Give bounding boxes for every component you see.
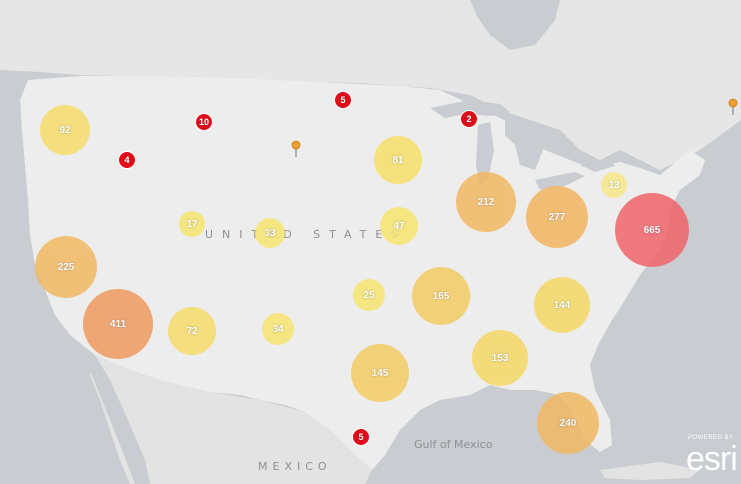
cluster-marker[interactable]: 81 <box>374 136 422 184</box>
cluster-marker[interactable]: 153 <box>472 330 528 386</box>
country-label-mexico: MEXICO <box>258 460 332 473</box>
cluster-marker[interactable]: 277 <box>526 186 588 248</box>
cluster-marker[interactable]: 240 <box>537 392 599 454</box>
cluster-marker[interactable]: 145 <box>351 344 409 402</box>
cluster-marker[interactable]: 13 <box>601 172 627 198</box>
country-label-united-states: UNITED STATES <box>205 228 408 241</box>
lake-michigan <box>476 122 494 186</box>
usa-land <box>20 76 705 470</box>
cluster-marker[interactable]: 5 <box>334 91 352 109</box>
lake-erie <box>535 172 585 190</box>
cluster-marker[interactable]: 72 <box>168 307 216 355</box>
newfoundland <box>690 30 735 70</box>
cluster-marker[interactable]: 47 <box>380 207 418 245</box>
powered-by-label: POWERED BY <box>688 435 734 441</box>
cluster-marker[interactable]: 34 <box>262 313 294 345</box>
map-pin-icon[interactable] <box>291 140 301 158</box>
cluster-marker[interactable]: 2 <box>460 110 478 128</box>
lake-ontario <box>580 160 615 172</box>
cluster-marker[interactable]: 665 <box>615 193 689 267</box>
cluster-marker[interactable]: 5 <box>352 428 370 446</box>
cluster-marker[interactable]: 33 <box>255 218 285 248</box>
cuba-land <box>600 462 700 480</box>
lake-superior <box>430 100 510 118</box>
lake-huron <box>505 118 545 170</box>
map-pin-icon[interactable] <box>728 98 738 116</box>
cluster-marker[interactable]: 165 <box>412 267 470 325</box>
cluster-marker[interactable]: 411 <box>83 289 153 359</box>
cluster-marker[interactable]: 25 <box>353 279 385 311</box>
baja-water <box>90 355 150 484</box>
canada-land <box>0 0 741 170</box>
cluster-marker[interactable]: 225 <box>35 236 97 298</box>
cluster-marker[interactable]: 17 <box>179 211 205 237</box>
mexico-land <box>90 355 372 484</box>
cluster-marker[interactable]: 92 <box>40 105 90 155</box>
cluster-marker[interactable]: 4 <box>118 151 136 169</box>
cluster-marker[interactable]: 212 <box>456 172 516 232</box>
esri-wordmark: esri <box>686 440 738 478</box>
esri-logo: POWERED BY esri <box>686 432 741 480</box>
water-label-gulf-of-mexico: Gulf of Mexico <box>414 438 493 451</box>
cluster-marker[interactable]: 144 <box>534 277 590 333</box>
cluster-marker[interactable]: 10 <box>195 113 213 131</box>
hudson-bay <box>470 0 560 50</box>
